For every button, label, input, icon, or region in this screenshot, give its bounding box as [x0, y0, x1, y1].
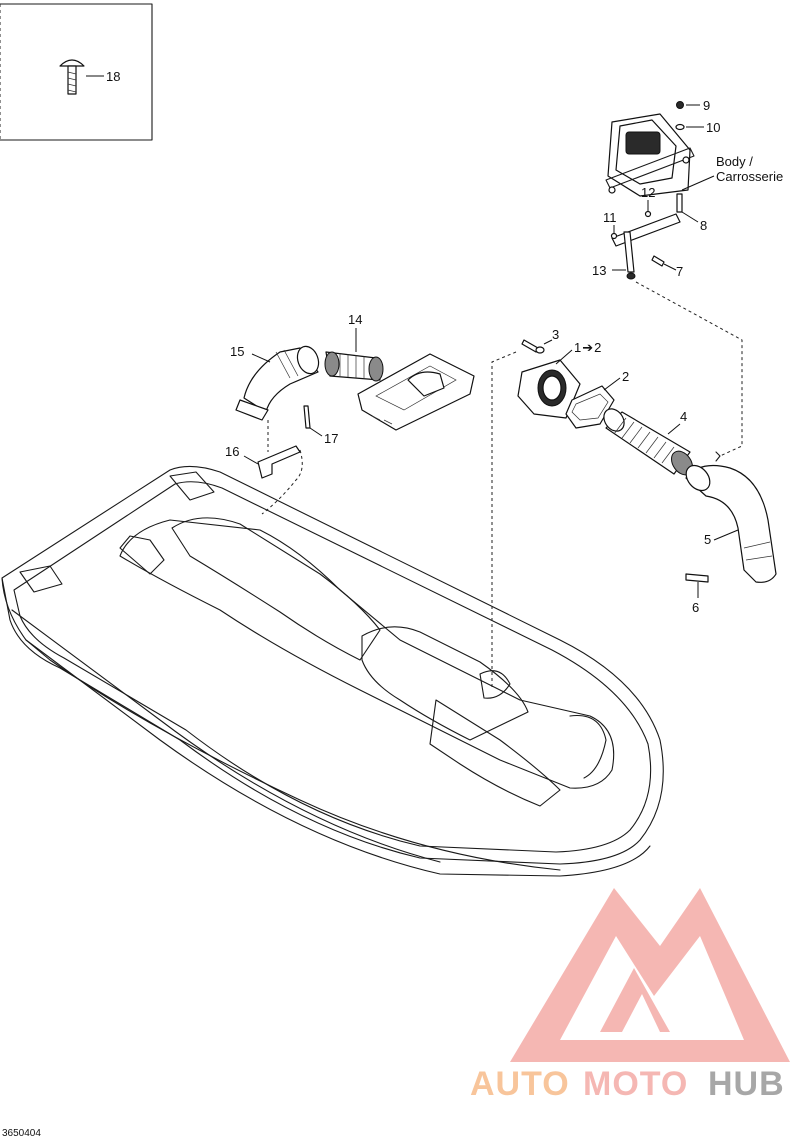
clip-17: 17: [303, 405, 338, 446]
callout-9: 9: [703, 98, 710, 113]
bellows-hose-14: 14: [324, 312, 384, 382]
intake-grille: [357, 353, 475, 431]
elbow-hose-15: 15: [230, 344, 320, 421]
watermark-text-hub: HUB: [708, 1065, 785, 1103]
callout-17: 17: [324, 431, 338, 446]
callout-13: 13: [592, 263, 606, 278]
callout-14: 14: [348, 312, 362, 327]
clamp-6: 6: [685, 573, 709, 615]
fastener-9: 9: [676, 98, 710, 113]
fastener-10: 10: [675, 120, 720, 135]
callout-3: 3: [552, 327, 559, 342]
callout-6: 6: [692, 600, 699, 615]
bracket-assembly: 12 11 13: [592, 185, 681, 280]
callout-5: 5: [704, 532, 711, 547]
callout-18: 18: [106, 69, 120, 84]
callout-11: 11: [603, 210, 617, 225]
callout-10: 10: [706, 120, 720, 135]
callout-8: 8: [700, 218, 707, 233]
bracket-16: 16: [225, 444, 301, 479]
gasket-2: 2: [565, 369, 629, 429]
callout-2: 2: [622, 369, 629, 384]
callout-12: 12: [641, 185, 655, 200]
bolt-8: 8: [676, 193, 707, 233]
screw-3: 3: [521, 327, 559, 354]
callout-4: 4: [680, 409, 687, 424]
watermark-logo: AUTO MOTO HUB: [470, 888, 790, 1103]
callout-16: 16: [225, 444, 239, 459]
bellows-hose-4: 4: [603, 408, 693, 476]
detail-inset: 18: [0, 3, 153, 141]
watercraft-hull: [1, 465, 664, 877]
body-label-fr: Carrosserie: [716, 169, 783, 184]
screw-7: 7: [651, 255, 683, 279]
push-rivet-part-18: [59, 59, 85, 95]
watermark-text-moto: MOTO: [583, 1065, 688, 1103]
body-label-en: Body /: [716, 154, 753, 169]
diagram-reference-code: 3650404: [2, 1128, 41, 1139]
callout-7: 7: [676, 264, 683, 279]
callout-15: 15: [230, 344, 244, 359]
air-intake-adapter-1: 1➔2: [517, 340, 601, 419]
assembly-path-right: [635, 281, 743, 457]
elbow-hose-5: 5: [685, 464, 777, 583]
assembly-path-center: [491, 351, 517, 690]
air-intake-housing: [605, 113, 695, 197]
watermark-text-auto: AUTO: [470, 1065, 570, 1103]
callout-1: 1➔2: [574, 340, 601, 355]
